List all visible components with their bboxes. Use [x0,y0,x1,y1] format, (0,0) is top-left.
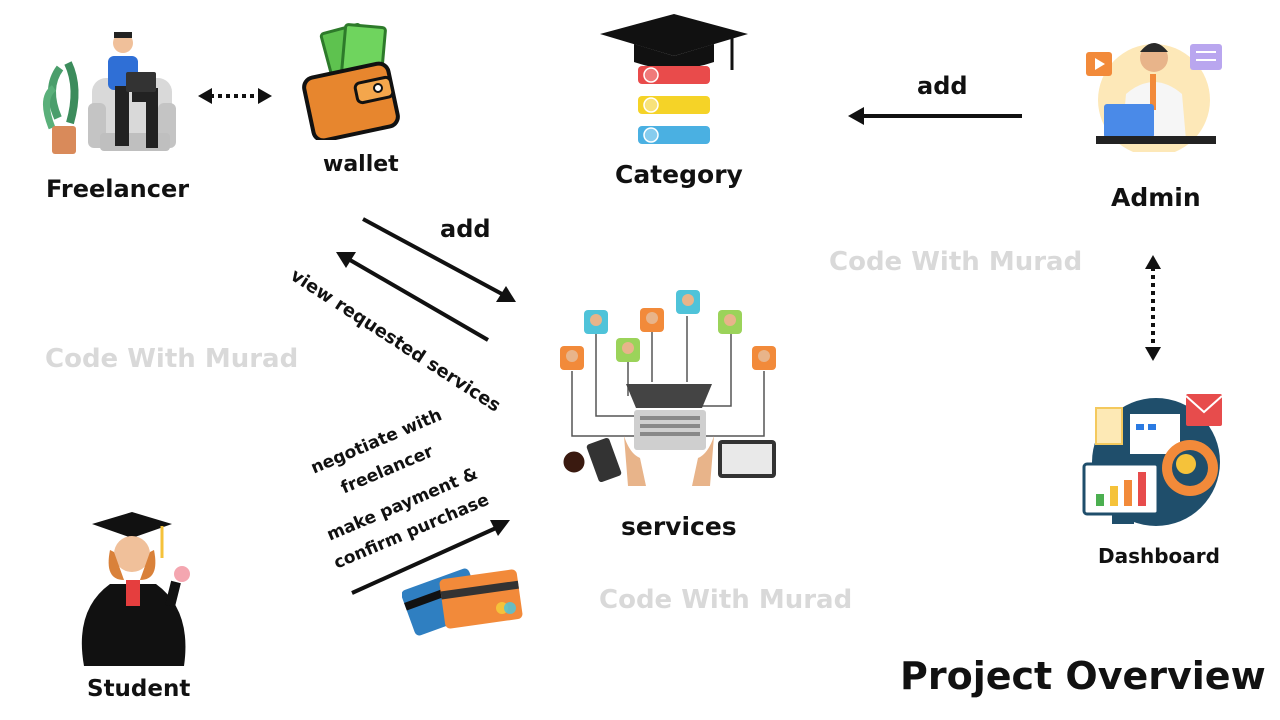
admin-dashboard-dotted-arrow [1141,253,1165,363]
node-admin-label: Admin [1111,183,1201,212]
watermark-bottom: Code With Murad [599,585,853,615]
watermark-left: Code With Murad [45,344,299,374]
node-category-label: Category [615,160,743,189]
node-dashboard-label: Dashboard [1098,544,1220,568]
node-services-label: services [621,512,737,541]
student-figure-icon [64,510,214,668]
credit-cards-icon [402,562,526,638]
watermark-top-right: Code With Murad [829,247,1083,277]
node-student-label: Student [87,676,191,702]
services-network-icon [556,286,782,488]
wallet-services-arrows [330,210,530,350]
admin-to-category-arrow [846,104,1026,128]
admin-figure-icon [1082,30,1226,152]
freelancer-wallet-dotted-arrow [196,84,274,108]
node-freelancer-label: Freelancer [46,175,190,203]
dashboard-icon [1082,390,1226,528]
edge-add-wallet-services-label: add [440,215,491,243]
student-to-services-arrow [348,514,512,598]
edge-add-admin-category-label: add [917,72,968,100]
wallet-icon [298,22,408,140]
freelancer-figure-icon [40,28,180,163]
node-wallet-label: wallet [323,152,399,177]
page-title: Project Overview [900,654,1266,698]
graduation-category-icon [598,12,750,150]
